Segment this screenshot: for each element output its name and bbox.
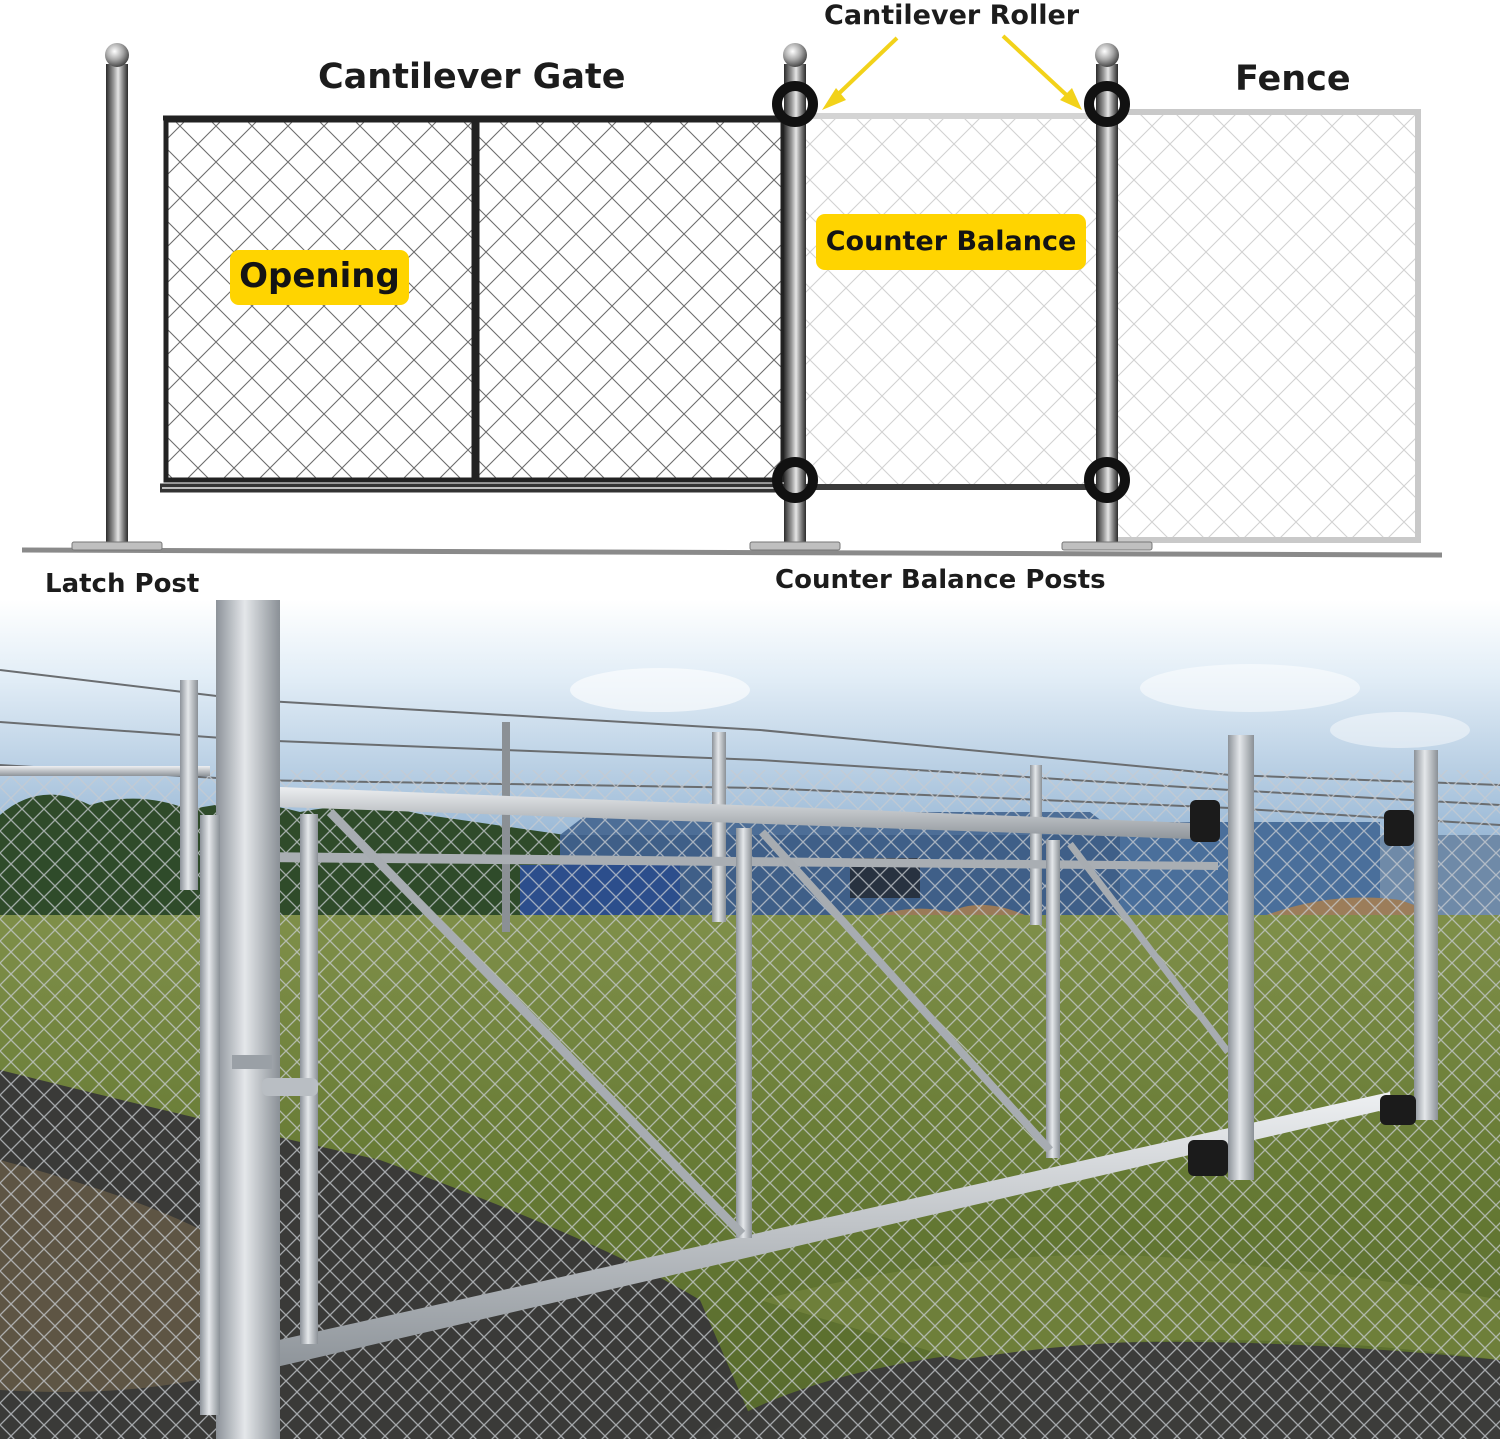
latch-post-label: Latch Post	[45, 569, 200, 599]
front-latch-post	[216, 600, 280, 1439]
cantilever-rollers	[772, 81, 1130, 503]
fence-title: Fence	[1235, 59, 1351, 99]
fence-panel	[1107, 109, 1421, 543]
gate-photo	[0, 600, 1500, 1439]
ground-line	[21, 547, 1443, 558]
cantilever-gate-diagram	[21, 34, 1443, 558]
roller-top-right	[1084, 81, 1130, 127]
roller-label: Cantilever Roller	[824, 0, 1080, 31]
counter-balance-post-1	[749, 43, 841, 551]
right-counter-post-1	[1228, 735, 1254, 1180]
roller-bottom-right	[1084, 457, 1130, 503]
latch-post	[71, 43, 163, 551]
gate-frame	[255, 786, 1392, 1368]
roller-arrows	[822, 34, 1082, 110]
right-counter-post-2	[1414, 750, 1438, 1120]
counter-balance-post-2	[1061, 43, 1153, 551]
opening-tag: Opening	[230, 250, 409, 305]
counter-balance-posts-label: Counter Balance Posts	[775, 565, 1106, 595]
gate-title: Cantilever Gate	[318, 57, 626, 97]
counter-balance-section	[806, 113, 1104, 490]
roller-top-left	[772, 81, 818, 127]
roller-bottom-left	[772, 457, 818, 503]
gate-panels	[160, 115, 806, 493]
counter-balance-tag: Counter Balance	[816, 214, 1086, 270]
